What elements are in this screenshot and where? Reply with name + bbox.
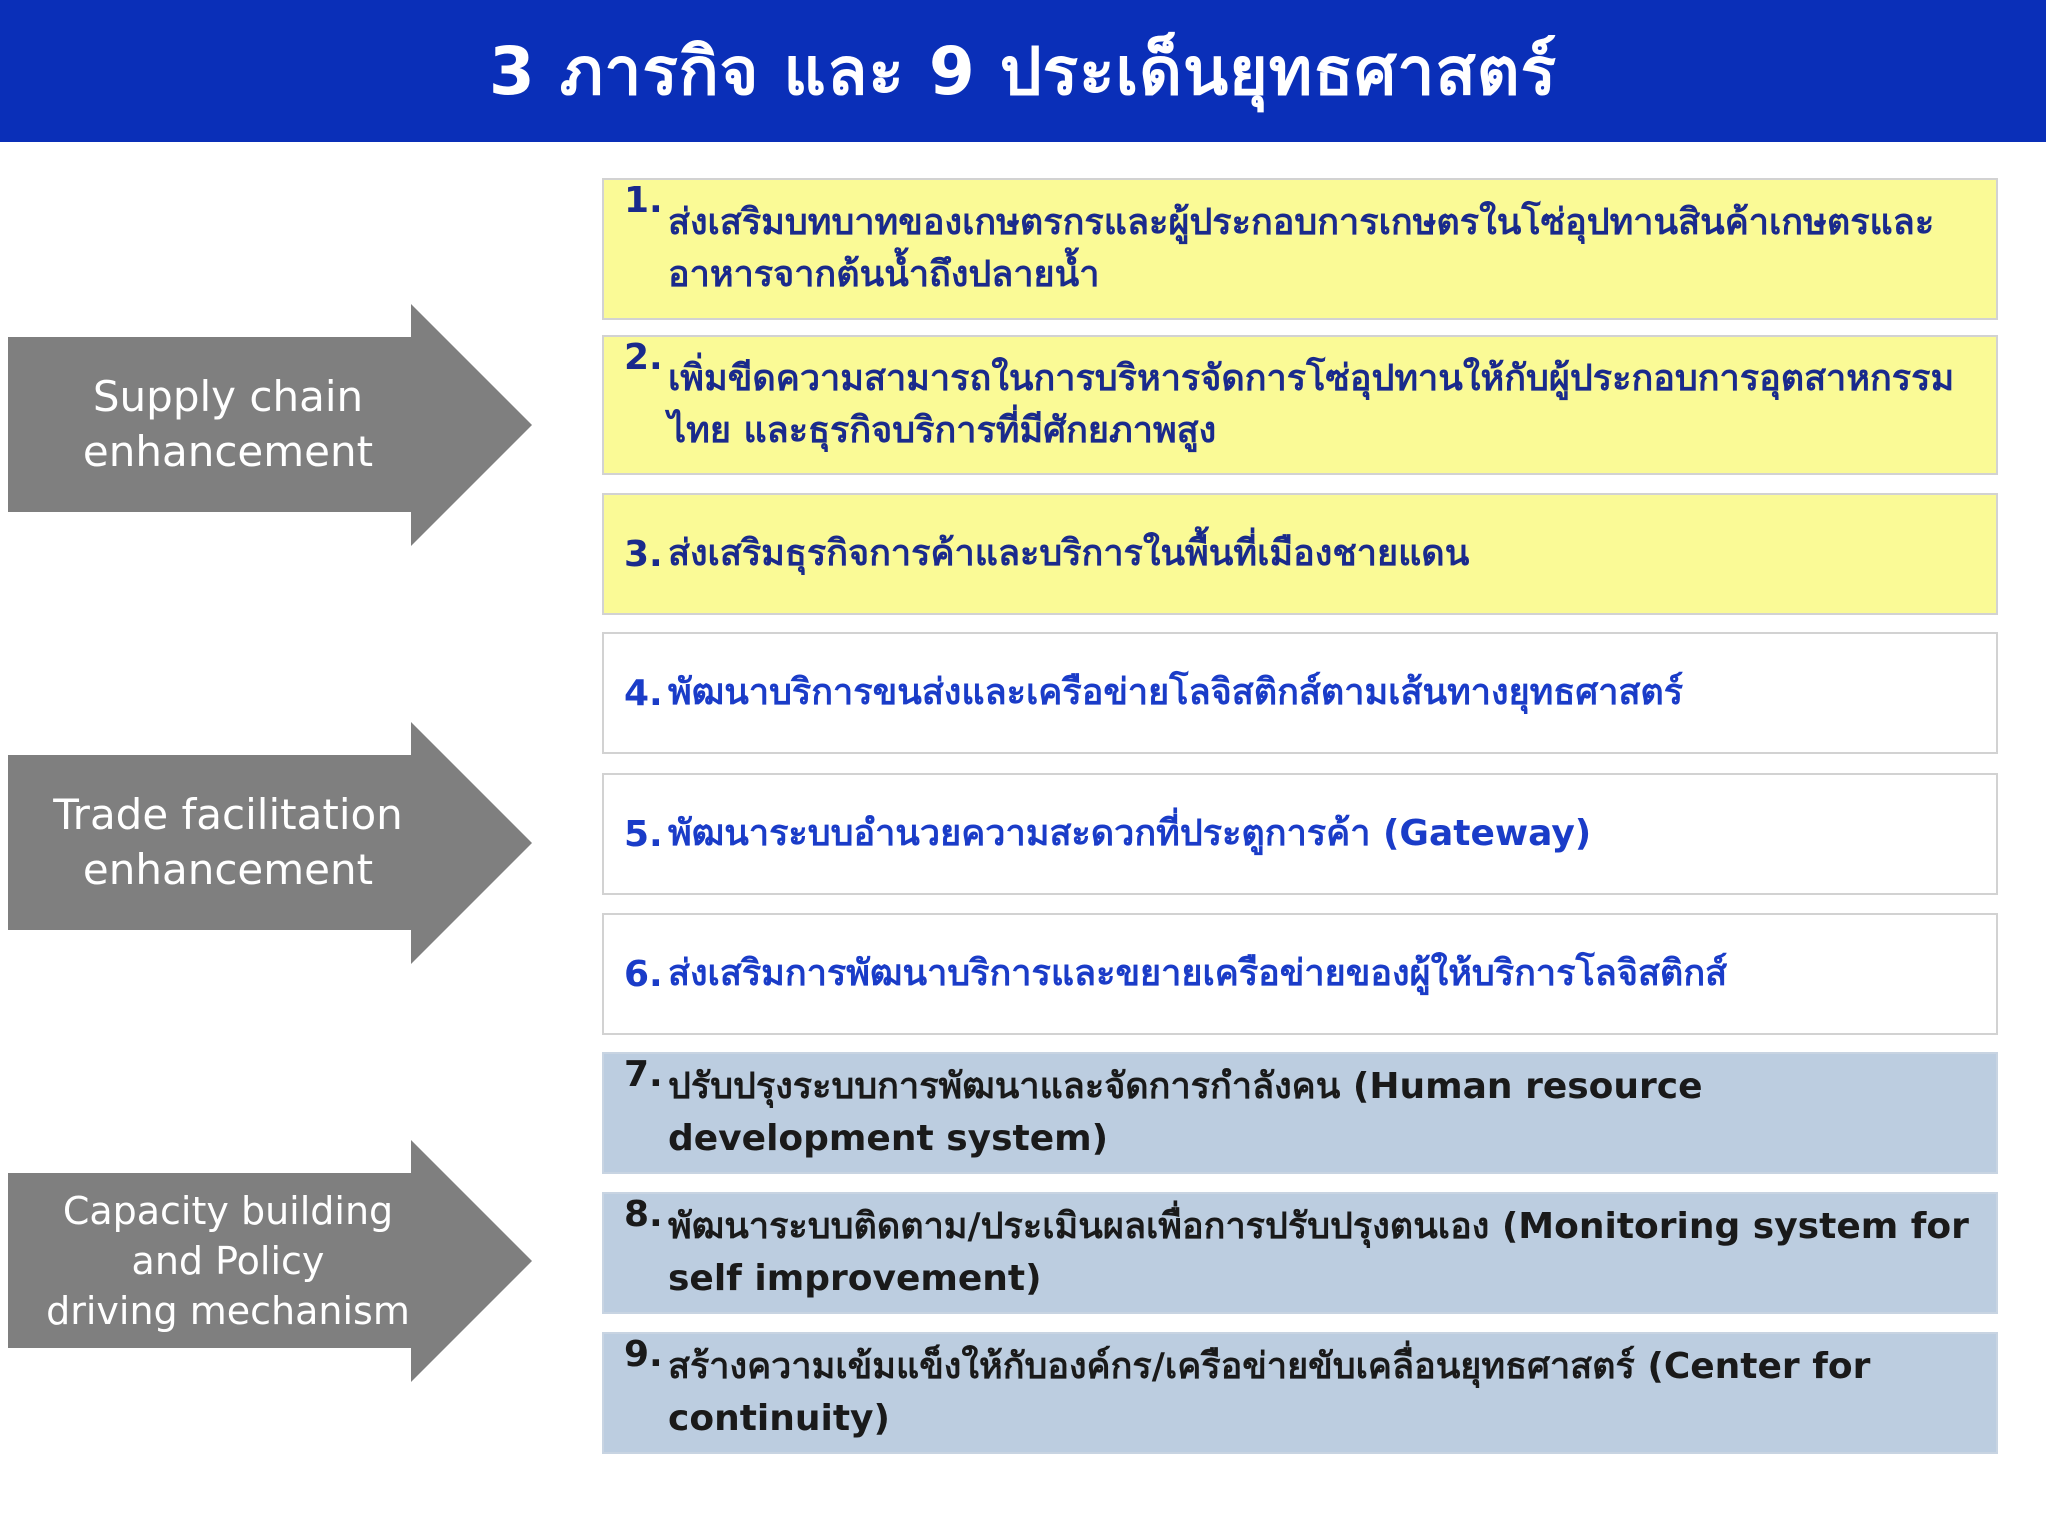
mission-arrow-trade-facilitation: Trade facilitation enhancement [8, 722, 532, 964]
strategy-box-8: 8. พัฒนาระบบติดตาม/ประเมินผลเพื่อการปรับ… [602, 1192, 1998, 1314]
mission-arrow-capacity-building: Capacity building and Policy driving mec… [8, 1140, 532, 1382]
strategy-number: 2. [624, 337, 663, 378]
mission-label: Trade facilitation enhancement [53, 790, 403, 894]
strategy-number: 3. [624, 533, 663, 575]
strategy-box-4: 4. พัฒนาบริการขนส่งและเครือข่ายโลจิสติกส… [602, 632, 1998, 754]
strategy-text: พัฒนาระบบอำนวยความสะดวกที่ประตูการค้า (G… [668, 812, 1592, 854]
strategy-number: 6. [624, 953, 663, 995]
strategy-number: 1. [624, 180, 663, 221]
strategy-number: 7. [624, 1054, 663, 1095]
strategy-text: ส่งเสริมธุรกิจการค้าและบริการในพื้นที่เม… [668, 532, 1470, 574]
strategy-box-5: 5. พัฒนาระบบอำนวยความสะดวกที่ประตูการค้า… [602, 773, 1998, 895]
strategy-number: 8. [624, 1194, 663, 1235]
arrow-shape [8, 304, 532, 546]
strategy-text: เพิ่มขีดความสามารถในการบริหารจัดการโซ่อุ… [668, 357, 1955, 451]
mission-label: Capacity building and Policy driving mec… [46, 1188, 410, 1334]
strategy-box-2: 2. เพิ่มขีดความสามารถในการบริหารจัดการโซ… [602, 335, 1998, 475]
strategy-number: 9. [624, 1334, 663, 1375]
strategy-box-7: 7. ปรับปรุงระบบการพัฒนาและจัดการกำลังคน … [602, 1052, 1998, 1174]
strategy-box-1: 1. ส่งเสริมบทบาทของเกษตรกรและผู้ประกอบกา… [602, 178, 1998, 320]
strategy-text: ส่งเสริมการพัฒนาบริการและขยายเครือข่ายขอ… [668, 952, 1728, 994]
page-title: 3 ภารกิจ และ 9 ประเด็นยุทธศาสตร์ [488, 32, 1558, 110]
mission-arrow-supply-chain: Supply chain enhancement [8, 304, 532, 546]
strategy-number: 4. [624, 672, 663, 714]
mission-label: Supply chain enhancement [82, 372, 374, 476]
strategy-text: สร้างความเข้มแข็งให้กับองค์กร/เครือข่ายข… [668, 1345, 1871, 1439]
strategy-text: พัฒนาระบบติดตาม/ประเมินผลเพื่อการปรับปรุ… [668, 1205, 1969, 1299]
strategy-box-6: 6. ส่งเสริมการพัฒนาบริการและขยายเครือข่า… [602, 913, 1998, 1035]
strategy-box-3: 3. ส่งเสริมธุรกิจการค้าและบริการในพื้นที… [602, 493, 1998, 615]
strategy-text: พัฒนาบริการขนส่งและเครือข่ายโลจิสติกส์ตา… [668, 671, 1684, 713]
arrow-shape [8, 1140, 532, 1382]
strategy-text: ปรับปรุงระบบการพัฒนาและจัดการกำลังคน (Hu… [668, 1065, 1703, 1159]
arrow-shape [8, 722, 532, 964]
strategy-box-9: 9. สร้างความเข้มแข็งให้กับองค์กร/เครือข่… [602, 1332, 1998, 1454]
title-bar: 3 ภารกิจ และ 9 ประเด็นยุทธศาสตร์ [0, 0, 2046, 142]
strategy-number: 5. [624, 813, 663, 855]
strategy-text: ส่งเสริมบทบาทของเกษตรกรและผู้ประกอบการเก… [668, 201, 1935, 295]
